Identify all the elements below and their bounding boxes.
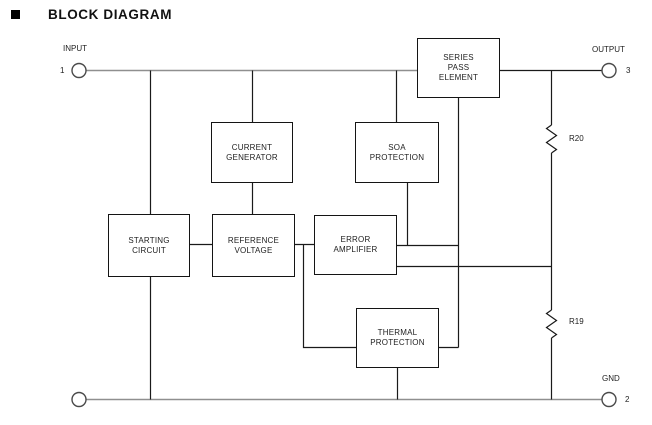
output-terminal-circle [601,62,617,79]
input-terminal-label: INPUT [63,44,87,53]
block-starting-circuit: STARTING CIRCUIT [108,214,190,277]
block-thermal-protection: THERMAL PROTECTION [356,308,439,368]
block-label-line: PASS [447,63,470,72]
block-soa-protection: SOA PROTECTION [355,122,439,183]
block-label-line: REFERENCE [227,235,280,245]
gnd-terminal-circle [601,391,617,408]
reference-to-thermal-wire [302,244,356,349]
block-error-amplifier: ERROR AMPLIFIER [314,215,397,275]
block-label: SERIES PASS ELEMENT [439,53,478,83]
block-label: CURRENT GENERATOR [226,143,278,163]
section-header: BLOCK DIAGRAM [11,6,173,22]
block-label-line: STARTING [128,235,170,245]
output-terminal-label: OUTPUT [592,45,625,54]
bottom-left-terminal-circle [71,391,87,408]
section-title: BLOCK DIAGRAM [48,6,173,22]
block-label-line: CIRCUIT [132,245,166,255]
block-label-line: GENERATOR [226,152,278,162]
block-label-line: SOA [388,142,406,152]
resistor-r19-label: R19 [569,317,584,326]
block-label: THERMAL PROTECTION [370,328,424,348]
resistor-r20-label: R20 [569,134,584,143]
block-current-generator: CURRENT GENERATOR [211,122,293,183]
block-label: SOA PROTECTION [370,143,424,163]
block-label-line: PROTECTION [369,152,425,162]
block-series-pass-element: SERIES PASS ELEMENT [417,38,500,98]
block-label-line: ELEMENT [438,73,479,82]
resistor-r19-symbol [545,309,558,339]
gnd-pin-number: 2 [625,395,630,404]
gnd-terminal-label: GND [602,374,620,383]
input-terminal-circle [71,62,87,79]
block-label-line: CURRENT [231,142,273,152]
block-label-line: VOLTAGE [234,245,273,255]
interconnect-wires [149,69,602,400]
section-bullet-icon [11,9,20,19]
input-pin-number: 1 [60,66,65,75]
block-label-line: ERROR [340,235,371,244]
block-label-line: THERMAL [377,328,418,337]
block-label: STARTING CIRCUIT [128,236,169,256]
block-label-line: AMPLIFIER [333,245,378,254]
block-label: ERROR AMPLIFIER [333,235,377,255]
block-label-line: PROTECTION [370,338,425,347]
output-pin-number: 3 [626,66,631,75]
resistor-r20-symbol [545,124,558,154]
block-label: REFERENCE VOLTAGE [228,236,279,256]
block-reference-voltage: REFERENCE VOLTAGE [212,214,295,277]
block-label-line: SERIES [443,53,474,62]
